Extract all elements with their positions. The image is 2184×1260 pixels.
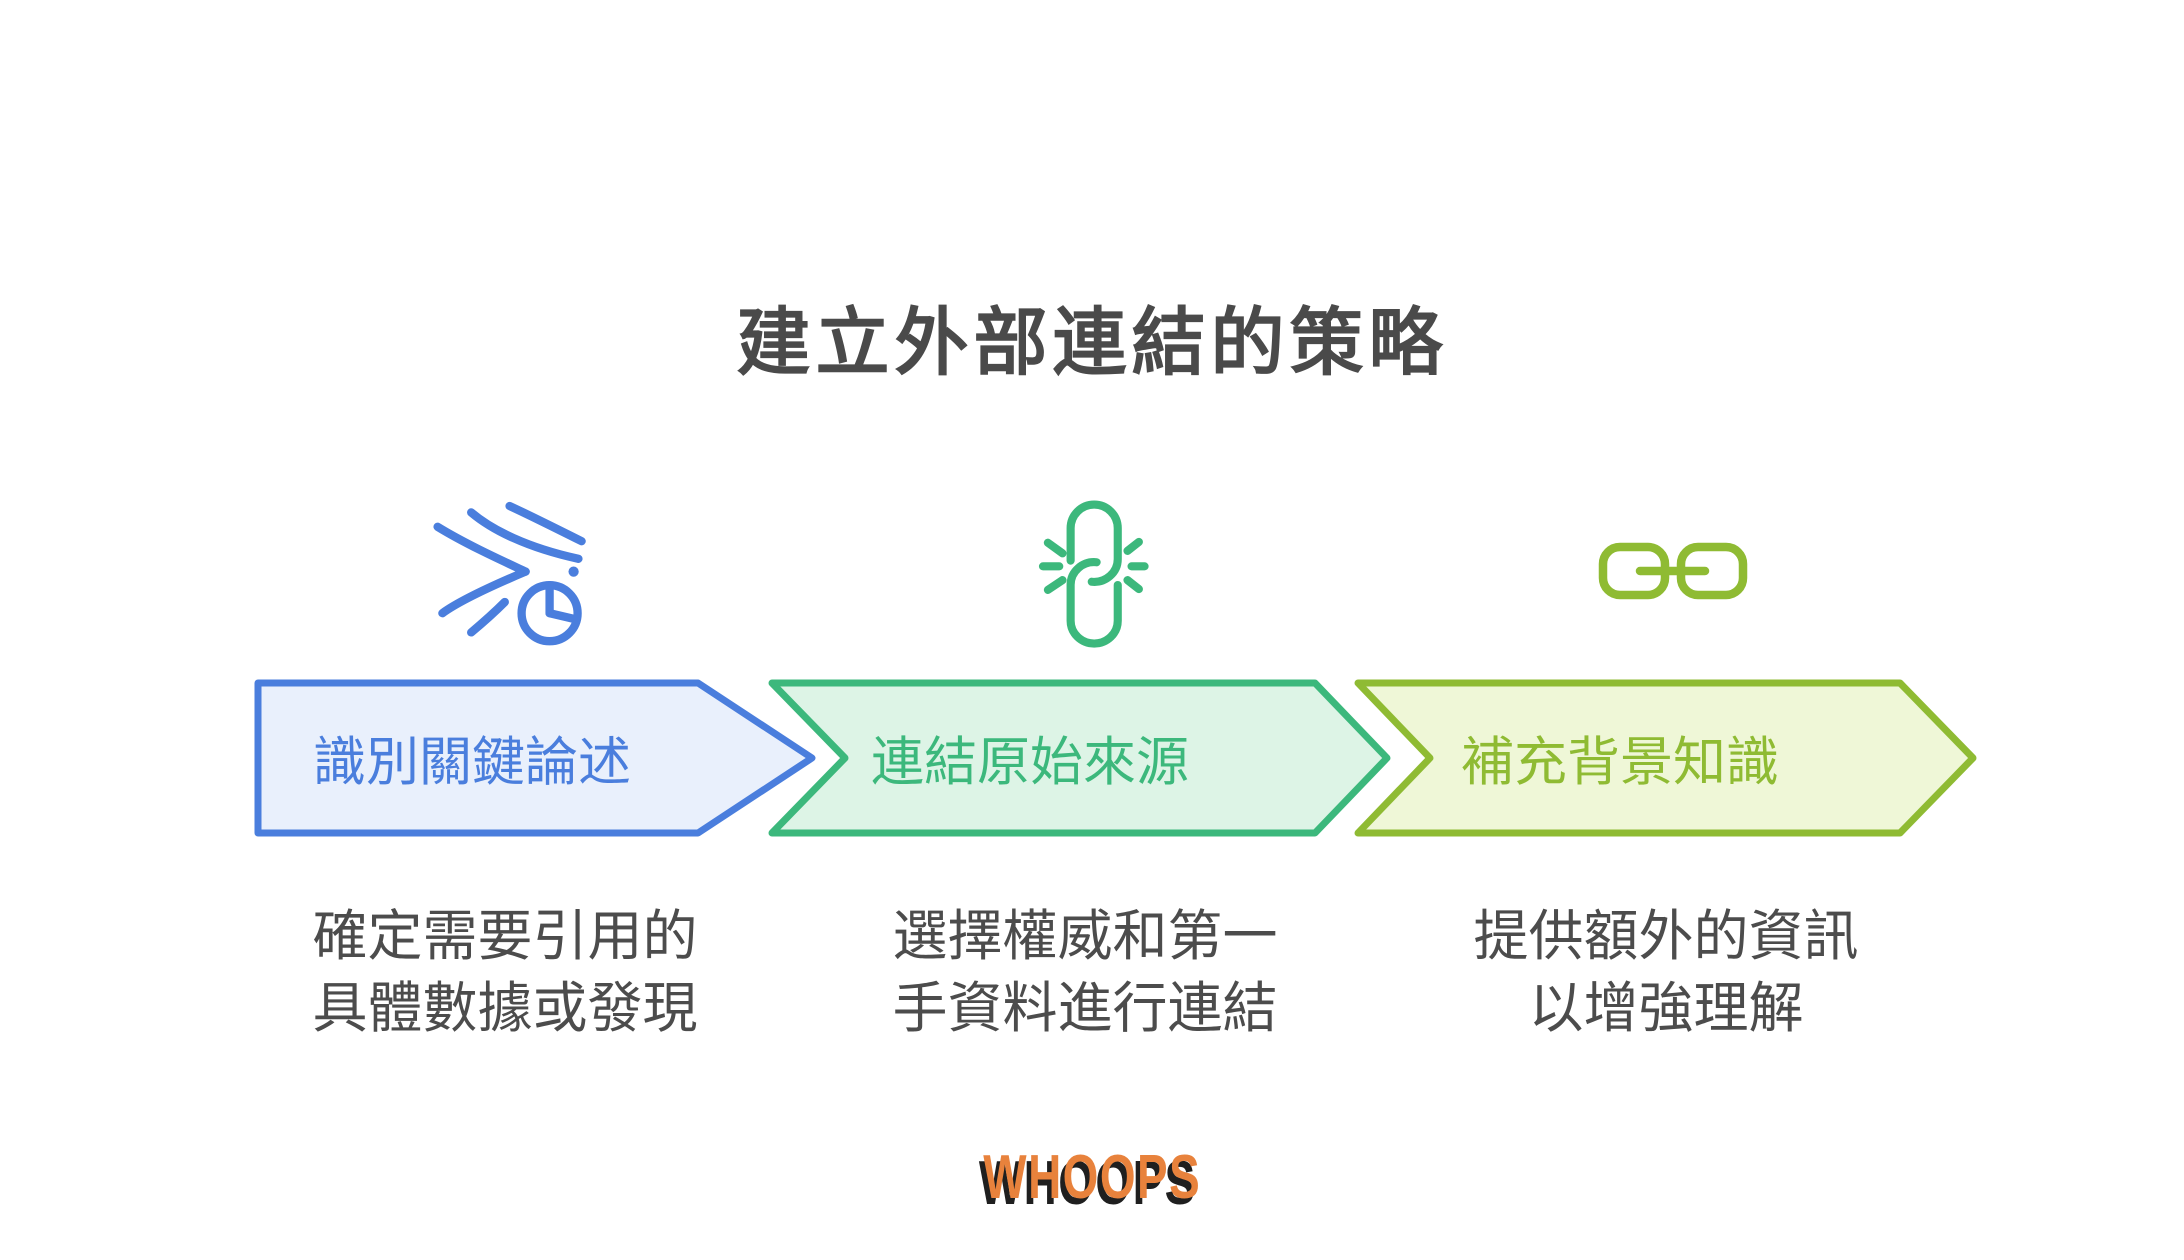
step-label-2: 連結原始來源 [871, 733, 1189, 792]
whoops-logo: WHOOPS [983, 1143, 1201, 1212]
process-flow-arrows [254, 679, 1977, 837]
step-description-2: 選擇權威和第一 手資料進行連結 [765, 900, 1405, 1044]
page-title: 建立外部連結的策略 [736, 301, 1448, 384]
icon-strokes [433, 501, 586, 646]
step-description-line: 提供額外的資訊 [1473, 905, 1859, 967]
step-description-line: 選擇權威和第一 [892, 905, 1278, 967]
chevron-step-3 [1354, 679, 1977, 837]
step-description-1: 確定需要引用的 具體數據或發現 [185, 900, 825, 1044]
step-description-3: 提供額外的資訊 以增強理解 [1346, 900, 1986, 1044]
step-description-line: 具體數據或發現 [312, 977, 698, 1040]
chain-link-horizontal-icon [1598, 542, 1748, 600]
icon-strokes [1598, 542, 1748, 600]
step-label-3: 補充背景知識 [1461, 733, 1779, 792]
icon-strokes [1038, 500, 1149, 648]
chain-link-vertical-icon [1038, 500, 1149, 648]
chevron-step-1 [254, 679, 816, 837]
step-label-1: 識別關鍵論述 [313, 733, 631, 792]
brand-footer: WHOOPS [0, 1142, 2184, 1213]
step-description-line: 手資料進行連結 [892, 977, 1278, 1040]
chevron-step-2 [768, 679, 1391, 837]
analysis-burst-clock-icon [433, 501, 586, 646]
icon-dot [568, 566, 579, 577]
step-description-line: 確定需要引用的 [312, 905, 698, 967]
step-description-line: 以增強理解 [1528, 977, 1804, 1040]
